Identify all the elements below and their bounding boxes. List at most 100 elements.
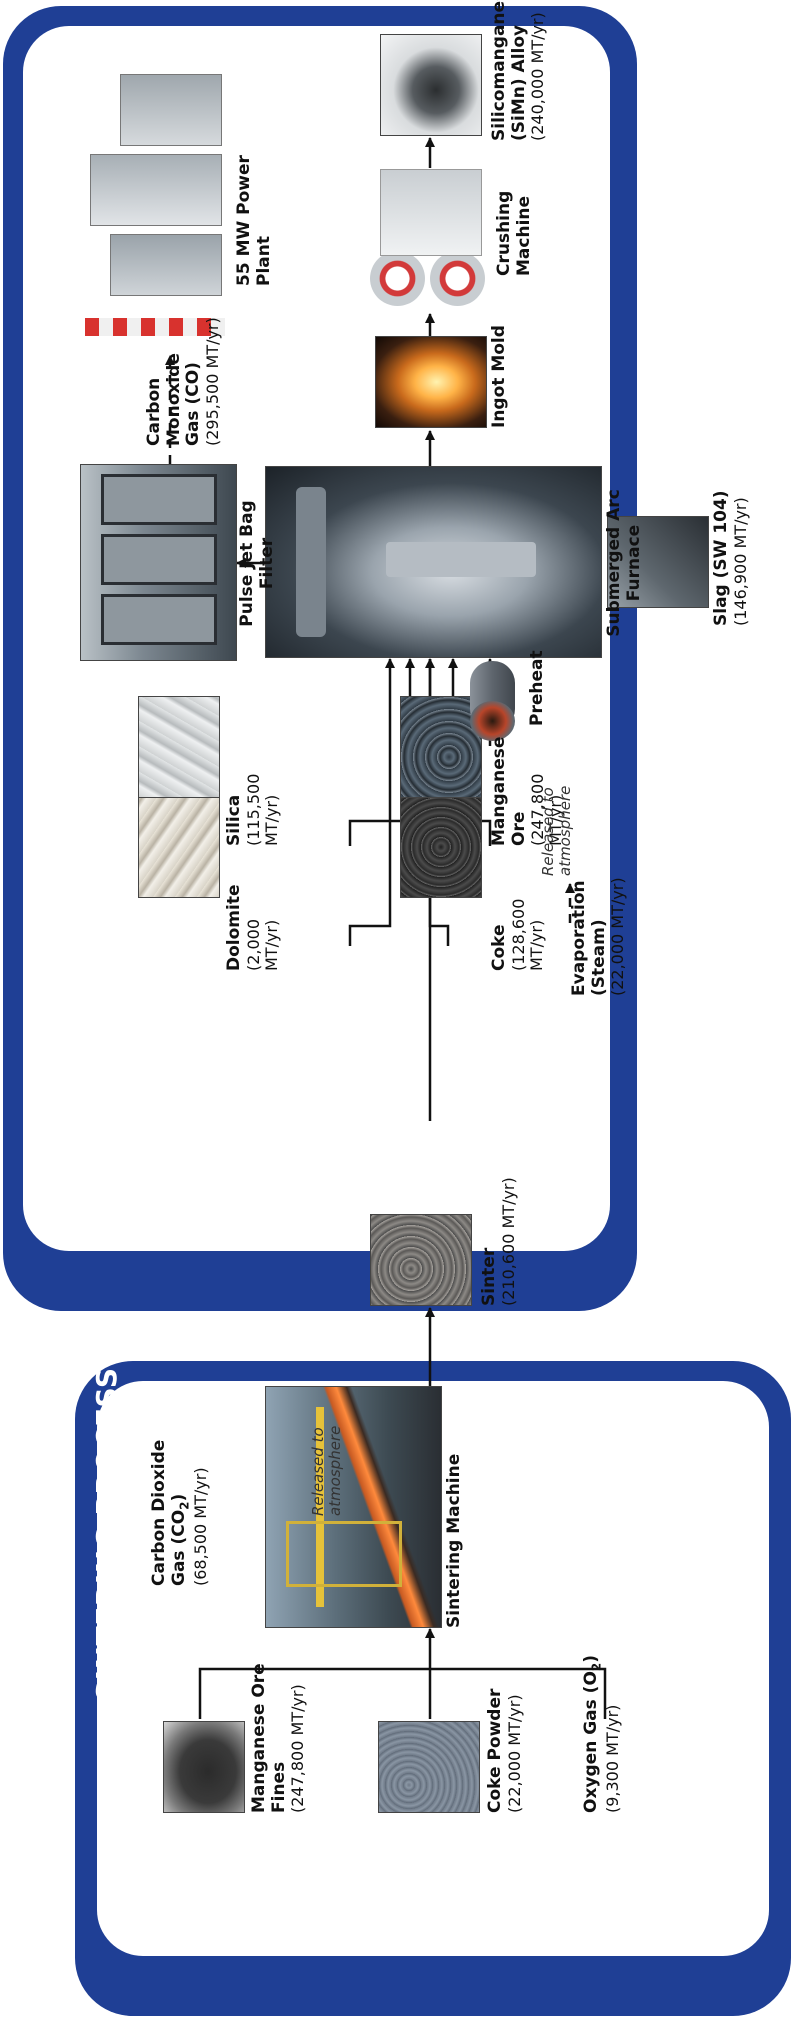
coke-name: Coke bbox=[489, 924, 509, 971]
power-plant-name-line2: Plant bbox=[253, 236, 274, 286]
co2-name-line1: Carbon Dioxide bbox=[149, 1439, 169, 1586]
slag-qty: (146,900 MT/yr) bbox=[730, 497, 750, 626]
furnace-photo bbox=[265, 466, 602, 658]
preheat-kiln bbox=[465, 661, 520, 741]
evaporation-label: Evaporation (Steam) (22,000 MT/yr) bbox=[569, 856, 628, 996]
pulse-filter-photo bbox=[80, 464, 237, 661]
power-plant-building-3 bbox=[120, 74, 222, 146]
evaporation-name-line2: (Steam) bbox=[588, 919, 609, 996]
co2-qty: (68,500 MT/yr) bbox=[190, 1467, 210, 1586]
co2-label: Carbon Dioxide Gas (CO2) (68,500 MT/yr) bbox=[149, 1416, 210, 1586]
sinter-photo bbox=[370, 1214, 472, 1306]
coke-powder-photo bbox=[378, 1721, 480, 1813]
sinter-name: Sinter bbox=[479, 1247, 499, 1306]
sintering-machine-name: Sintering Machine bbox=[444, 1453, 464, 1628]
ingot-mold-name: Ingot Mold bbox=[489, 325, 509, 428]
dolomite-qty-line2: MT/yr) bbox=[261, 919, 281, 971]
crushing-body bbox=[380, 169, 482, 256]
line-mn-fines bbox=[198, 1667, 430, 1719]
manganese-fines-qty: (247,800 MT/yr) bbox=[288, 1684, 308, 1813]
silica-qty-line2: MT/yr) bbox=[261, 794, 281, 846]
evaporation-name-line1: Evaporation bbox=[569, 880, 589, 996]
preheat-label: Preheat bbox=[527, 646, 548, 726]
smelting-released-line1: Released to bbox=[539, 787, 557, 876]
furnace-label: Submerged Arc Furnace bbox=[604, 468, 644, 658]
furnace-pipe bbox=[296, 487, 326, 637]
coke-qty-line1: (128,600 bbox=[508, 898, 528, 971]
sintering-released-line2: atmosphere bbox=[326, 1425, 345, 1516]
dolomite-name: Dolomite bbox=[224, 884, 244, 972]
pulse-filter-unit-3 bbox=[101, 474, 217, 525]
simn-qty: (240,000 MT/yr) bbox=[528, 12, 548, 141]
oxygen-name-end: ) bbox=[581, 1654, 601, 1663]
ingot-mold-photo bbox=[375, 336, 487, 428]
dolomite-label: Dolomite (2,000 MT/yr) bbox=[224, 884, 281, 972]
coke-powder-qty: (22,000 MT/yr) bbox=[504, 1694, 524, 1813]
sintering-machine-label: Sintering Machine bbox=[444, 1388, 465, 1628]
pulse-filter-name-line2: Filter bbox=[256, 537, 277, 590]
crushing-machine-illustration bbox=[365, 166, 490, 311]
evaporation-qty: (22,000 MT/yr) bbox=[608, 877, 628, 996]
slag-name: Slag (SW 104) bbox=[711, 490, 731, 626]
co2-name-main: Gas (CO bbox=[168, 1509, 189, 1586]
coke-powder-label: Coke Powder (22,000 MT/yr) bbox=[485, 1663, 524, 1813]
furnace-electrode bbox=[386, 542, 536, 577]
pulse-filter-unit-2 bbox=[101, 534, 217, 585]
pulse-filter-unit-1 bbox=[101, 594, 217, 645]
furnace-name-line2: Furnace bbox=[623, 524, 644, 602]
sintering-machine-photo bbox=[265, 1386, 442, 1628]
manganese-fines-name: Manganese Ore Fines bbox=[249, 1663, 289, 1813]
coke-label: Coke (128,600 MT/yr) bbox=[489, 891, 546, 971]
pulse-filter-name-line1: Pulse Jet Bag bbox=[237, 500, 257, 627]
simn-name-line1: Silicomanganese bbox=[489, 0, 509, 141]
oxygen-name: Oxygen Gas (O2) bbox=[581, 1643, 604, 1813]
coke-qty-line2: MT/yr) bbox=[526, 919, 546, 971]
oxygen-name-sub: 2 bbox=[589, 1662, 604, 1672]
co-gas-name-line1: Carbon Monoxide bbox=[144, 353, 184, 446]
preheat-name: Preheat bbox=[527, 650, 547, 726]
simn-label: Silicomanganese (SiMn) Alloy (240,000 MT… bbox=[489, 0, 548, 141]
line-dolomite bbox=[348, 658, 395, 946]
power-plant-name-line1: 55 MW Power bbox=[234, 155, 254, 286]
coke-photo bbox=[400, 796, 482, 898]
co-gas-qty: (295,500 MT/yr) bbox=[202, 317, 222, 446]
manganese-ore-name-line1: Manganese bbox=[489, 736, 509, 846]
simn-photo bbox=[380, 34, 482, 136]
coke-powder-name: Coke Powder bbox=[485, 1688, 505, 1813]
crushing-name-line2: Machine bbox=[513, 195, 534, 276]
power-plant-label: 55 MW Power Plant bbox=[234, 146, 274, 286]
crushing-wheel-1 bbox=[370, 251, 425, 306]
ingot-mold-label: Ingot Mold bbox=[489, 318, 510, 428]
crushing-name-line1: Crushing bbox=[494, 190, 514, 276]
oxygen-label: Oxygen Gas (O2) (9,300 MT/yr) bbox=[581, 1643, 623, 1813]
sinter-qty: (210,600 MT/yr) bbox=[498, 1177, 518, 1306]
oxygen-name-main: Oxygen Gas (O bbox=[581, 1671, 601, 1813]
pulse-filter-label: Pulse Jet Bag Filter bbox=[237, 466, 277, 661]
sintering-released-line1: Released to bbox=[309, 1427, 327, 1516]
sinter-label: Sinter (210,600 MT/yr) bbox=[479, 1156, 518, 1306]
power-plant-building-2 bbox=[90, 154, 222, 226]
co-gas-name-line2: Gas (CO) bbox=[183, 362, 204, 446]
furnace-name-line1: Submerged Arc bbox=[604, 489, 624, 637]
crushing-wheel-2 bbox=[430, 251, 485, 306]
silica-name: Silica bbox=[224, 794, 244, 846]
crushing-label: Crushing Machine bbox=[494, 176, 534, 276]
simn-name-line2: (SiMn) Alloy bbox=[508, 24, 529, 141]
silica-qty-line1: (115,500 bbox=[243, 773, 263, 846]
co2-name-line2: Gas (CO2) bbox=[168, 1416, 192, 1586]
silica-label: Silica (115,500 MT/yr) bbox=[224, 756, 281, 846]
slag-label: Slag (SW 104) (146,900 MT/yr) bbox=[711, 456, 750, 626]
co-gas-label: Carbon Monoxide Gas (CO) (295,500 MT/yr) bbox=[144, 286, 222, 446]
dolomite-photo bbox=[138, 796, 220, 898]
manganese-fines-photo bbox=[163, 1721, 245, 1813]
co2-name-sub: 2 bbox=[176, 1501, 191, 1510]
preheat-kiln-mouth bbox=[470, 701, 515, 741]
manganese-ore-name-line2: Ore bbox=[508, 811, 529, 846]
manganese-fines-label: Manganese Ore Fines (247,800 MT/yr) bbox=[249, 1643, 308, 1813]
line-oxygen bbox=[430, 1667, 607, 1719]
co2-name-end: ) bbox=[168, 1493, 189, 1502]
sintering-machine-frame bbox=[286, 1521, 402, 1587]
silica-photo bbox=[138, 696, 220, 798]
